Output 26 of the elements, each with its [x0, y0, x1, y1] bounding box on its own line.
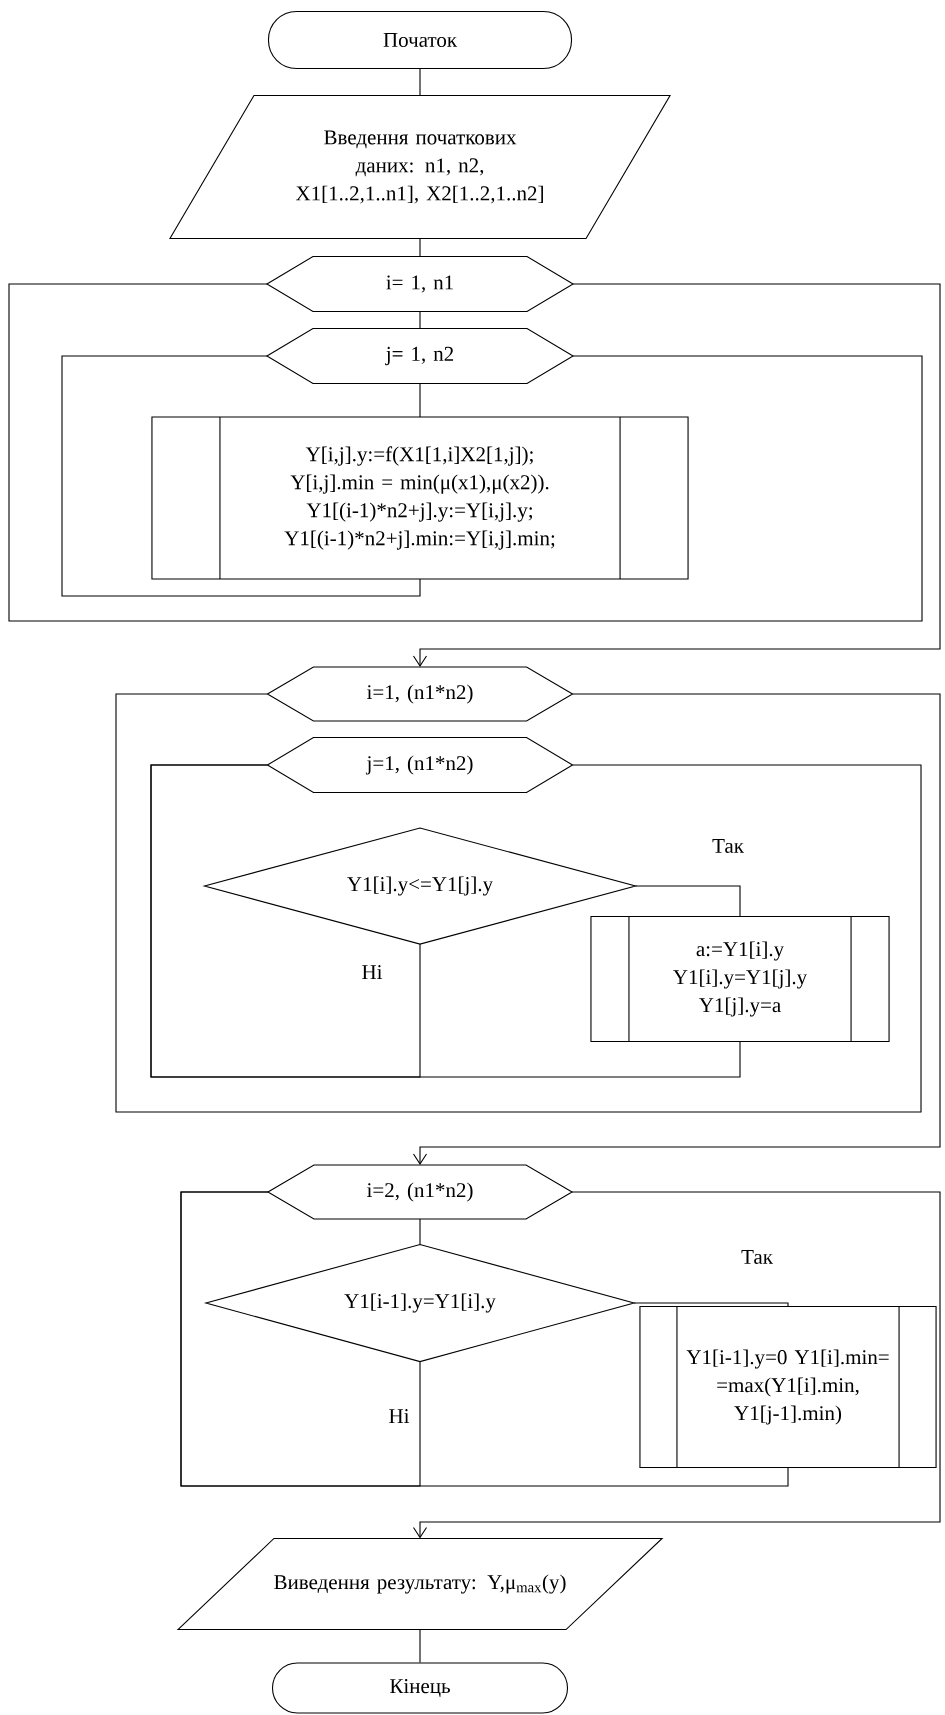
arrow — [412, 693, 941, 1165]
connector-line — [419, 311, 421, 329]
input-output-parallelogram: Введення початкових даних: n1, n2, X1[1..2,1..n1], X2[1..2,1..n2] — [169, 94, 672, 240]
edge-label: Ні — [360, 964, 384, 980]
connector-line — [61, 355, 421, 597]
connector-line — [419, 238, 421, 257]
connector-line — [180, 1191, 789, 1487]
edge-label: Так — [740, 1249, 774, 1265]
edge-label: Ні — [387, 1408, 411, 1424]
subroutine-box: Y1[i-1].y=0 Y1[i].min= =max(Y1[i].min, Y1[j-1].min) — [639, 1305, 937, 1469]
connector-line — [419, 1218, 421, 1245]
connector-line — [8, 283, 923, 622]
connector-line — [633, 1302, 789, 1307]
connector-line — [115, 693, 922, 1113]
connector-line — [150, 764, 741, 1078]
subroutine-box: Y[i,j].y:=f(X1[1,i]X2[1,j]); Y[i,j].min = min(μ(x1),μ(x2)). Y1[(i-1)*n2+j].y:=Y[i,j].y; Y1[(i-1)*n2+j].min:=Y[i,j].min; — [151, 416, 689, 580]
arrow — [412, 283, 941, 667]
connector-line — [419, 1629, 421, 1663]
subroutine-box: a:=Y1[i].y Y1[i].y=Y1[j].y Y1[j].y=a — [590, 915, 890, 1043]
connector-line — [419, 68, 421, 96]
connector-line — [419, 383, 421, 418]
loop-hexagon: i=1, (n1*n2) — [266, 666, 574, 722]
loop-hexagon: j=1, (n1*n2) — [266, 736, 574, 794]
connector-line — [635, 885, 741, 917]
arrow — [412, 1191, 941, 1539]
edge-label: Так — [711, 838, 745, 854]
